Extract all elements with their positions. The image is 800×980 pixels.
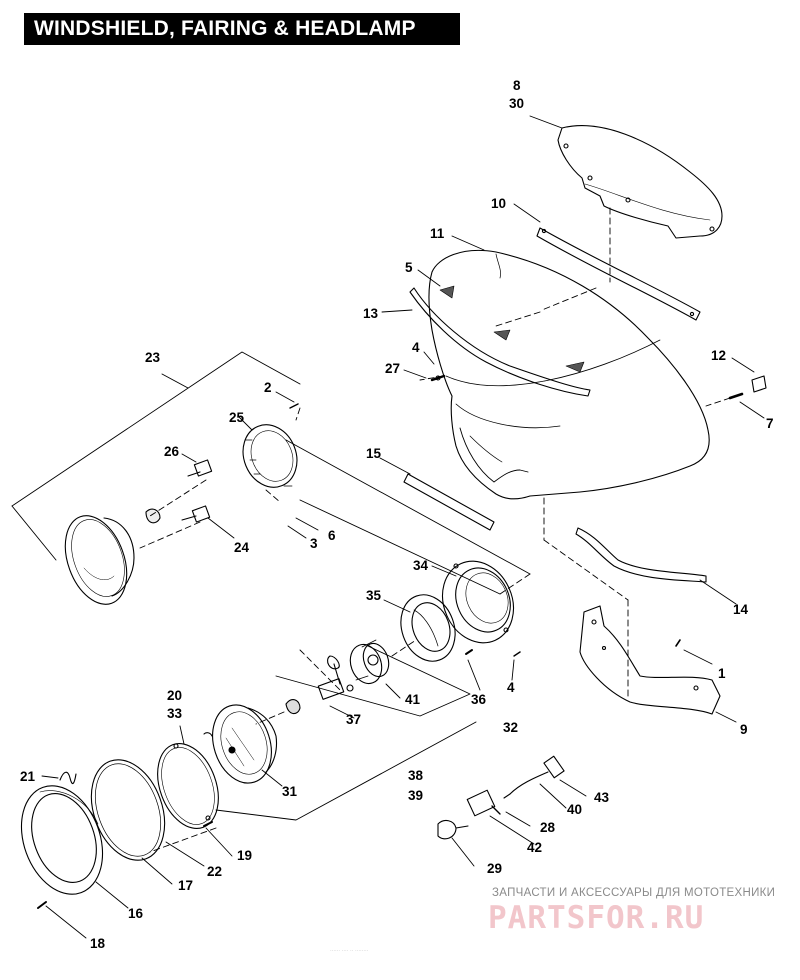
- callout-38: 38: [408, 768, 424, 783]
- callout-14: 14: [733, 602, 749, 617]
- callout-12: 12: [711, 348, 726, 363]
- callout-25: 25: [229, 410, 245, 425]
- callout-29: 29: [487, 861, 502, 876]
- watermark-logo: PARTSFOR.RU: [488, 900, 705, 936]
- callout-5: 5: [405, 260, 413, 275]
- callout-18: 18: [90, 936, 106, 951]
- callout-1: 1: [718, 666, 726, 681]
- watermark-tagline: ЗАПЧАСТИ И АКСЕССУАРЫ ДЛЯ МОТОТЕХНИКИ: [492, 887, 776, 899]
- callout-40: 40: [567, 802, 582, 817]
- callout-16: 16: [128, 906, 144, 921]
- callout-21: 21: [20, 769, 36, 784]
- callout-6: 6: [328, 528, 336, 543]
- callout-42: 42: [527, 840, 542, 855]
- callout-34: 34: [413, 558, 429, 573]
- callout-23: 23: [145, 350, 161, 365]
- callout-4-lower: 4: [507, 680, 515, 695]
- trim-bracket-part: [575, 527, 707, 583]
- retaining-ring-part: [157, 743, 219, 829]
- callout-17: 17: [178, 878, 193, 893]
- callout-3: 3: [310, 536, 318, 551]
- callout-26: 26: [164, 444, 180, 459]
- callout-20: 20: [167, 688, 182, 703]
- callout-7: 7: [766, 416, 774, 431]
- headlamp-unit-part: [212, 704, 278, 784]
- callout-27: 27: [385, 361, 400, 376]
- callout-24: 24: [234, 540, 250, 555]
- bulb-housing-part: [349, 639, 390, 685]
- callout-2: 2: [264, 380, 272, 395]
- callout-22: 22: [207, 864, 222, 879]
- callout-11: 11: [430, 226, 445, 241]
- wiring-harness-part: [437, 755, 565, 840]
- page-title: WINDSHIELD, FAIRING & HEADLAMP: [24, 13, 460, 45]
- callout-31: 31: [282, 784, 298, 799]
- callout-4-upper: 4: [412, 340, 420, 355]
- callout-43: 43: [594, 790, 610, 805]
- windshield-part: [557, 125, 723, 239]
- auxiliary-headlamp-assembly-part: [64, 424, 298, 605]
- callout-8: 8: [513, 78, 521, 93]
- mounting-ring-part: [400, 594, 456, 662]
- callout-33: 33: [167, 706, 183, 721]
- callout-41: 41: [405, 692, 421, 707]
- fairing-bracket-part: [579, 605, 721, 715]
- callout-10: 10: [491, 196, 506, 211]
- callout-13: 13: [363, 306, 379, 321]
- headlamp-bezel-part: [442, 560, 514, 644]
- upper-trim-strip-part: [536, 227, 701, 321]
- callout-36: 36: [471, 692, 487, 707]
- footer-fine-print: ...... .... .. ........: [330, 947, 369, 953]
- fasteners: [37, 374, 767, 909]
- callout-19: 19: [237, 848, 252, 863]
- headlamp-visor-part: [20, 785, 104, 895]
- headlamp-bulb-part: [285, 655, 354, 715]
- fairing-part: [428, 249, 710, 500]
- spring-clip-part: [59, 771, 77, 785]
- callout-15: 15: [366, 446, 382, 461]
- callout-37: 37: [346, 712, 361, 727]
- callout-28: 28: [540, 820, 556, 835]
- callout-30: 30: [509, 96, 524, 111]
- molding-strip-part: [403, 473, 495, 531]
- callout-39: 39: [408, 788, 423, 803]
- trim-ring-part: [90, 759, 166, 861]
- callout-35: 35: [366, 588, 382, 603]
- callout-32: 32: [503, 720, 518, 735]
- inner-trim-strip-part: [409, 287, 591, 397]
- callout-9: 9: [740, 722, 748, 737]
